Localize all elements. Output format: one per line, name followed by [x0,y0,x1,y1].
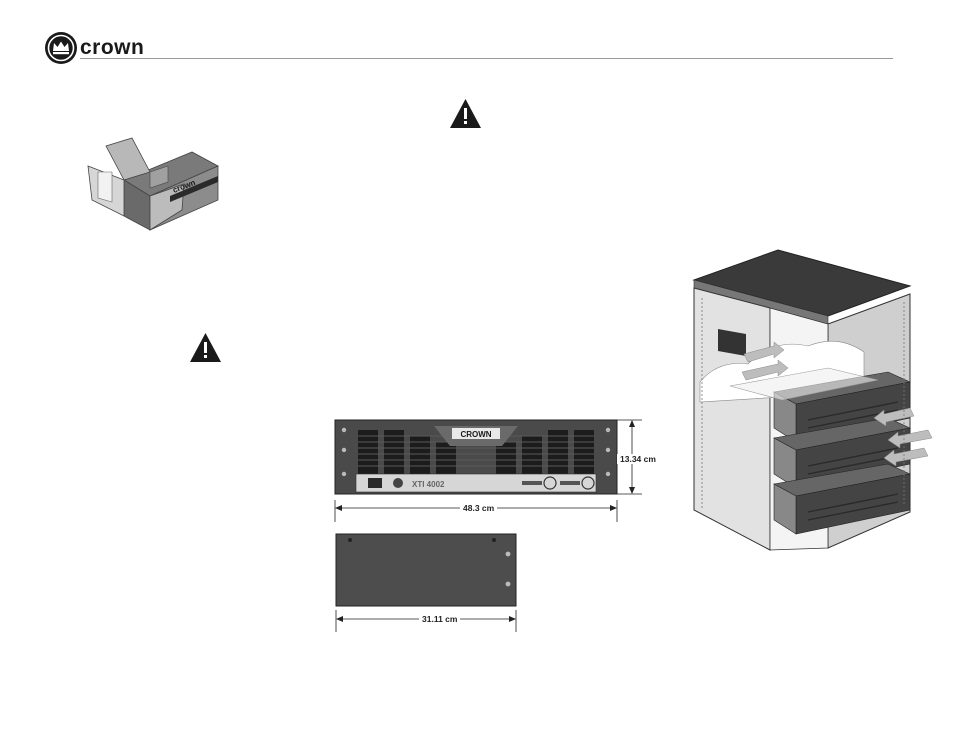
amp-model-label: XTI 4002 [412,480,445,489]
warning-triangle-icon [189,332,222,363]
page-header: crown [0,0,954,66]
depth-dimension-label: 31.11 cm [419,614,460,624]
amp-brand-label: CROWN [460,430,491,439]
crown-seal-logo [44,31,78,65]
equipment-rack-airflow-illustration [678,242,936,552]
warning-triangle-icon [449,98,482,129]
height-dimension-label: 13.34 cm [617,454,659,464]
open-shipping-box-illustration: crown [84,136,226,232]
brand-wordmark: crown [80,36,144,60]
header-rule [80,58,893,59]
width-dimension-label: 48.3 cm [460,503,497,513]
